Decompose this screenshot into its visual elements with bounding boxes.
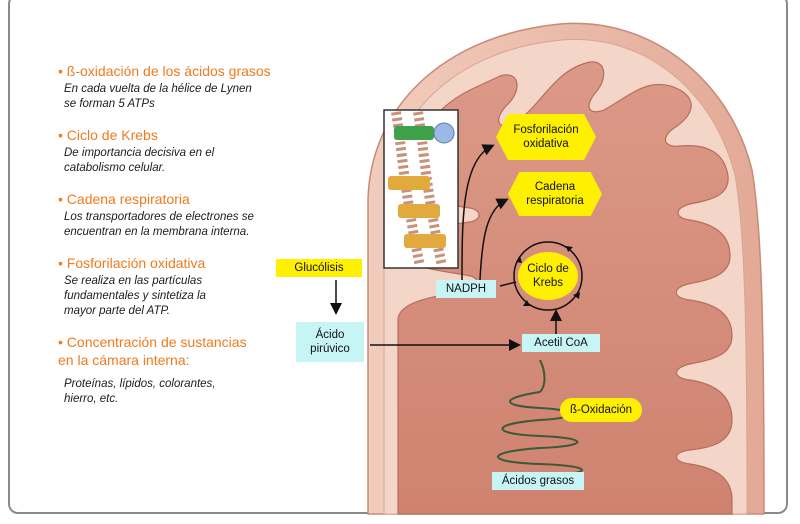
bullet-item: • Fosforilación oxidativa Se realiza en … [58, 254, 358, 319]
bullet-title: • Ciclo de Krebs [58, 127, 158, 143]
acetil-coa-label: Acetil CoA [522, 334, 600, 352]
bullet-description: Proteínas, lípidos, colorantes, hierro, … [64, 378, 216, 405]
bullet-item: • ß-oxidación de los ácidos grasos En ca… [58, 62, 358, 112]
cycle-arrowhead [566, 246, 573, 252]
membrane-protein-orange [388, 176, 430, 190]
cycle-arrowhead [523, 300, 530, 306]
acidos-grasos-label: Ácidos grasos [492, 472, 584, 490]
membrane-protein-orange [404, 234, 446, 248]
cycle-arrowhead [516, 256, 522, 263]
lipid-bilayer [388, 111, 455, 268]
membrane-protein-orange [398, 204, 440, 218]
krebs-cycle-ring [513, 241, 583, 311]
cycle-arrowhead [573, 292, 580, 299]
fosforilacion-oxidativa-label: Fosforilación oxidativa [496, 114, 596, 160]
bullet-description: Los transportadores de electrones se enc… [64, 211, 254, 238]
bullet-title: • Fosforilación oxidativa [58, 255, 206, 271]
cadena-respiratoria-label: Cadena respiratoria [508, 172, 602, 216]
bullet-title: • Cadena respiratoria [58, 191, 190, 207]
bullet-list: • ß-oxidación de los ácidos grasos En ca… [58, 62, 358, 421]
ciclo-krebs-label: Ciclo de Krebs [518, 252, 578, 300]
bullet-item: • Concentración de sustancias en la cáma… [58, 333, 358, 407]
bullet-item: • Ciclo de Krebs De importancia decisiva… [58, 126, 358, 176]
bullet-description: De importancia decisiva en el catabolism… [64, 147, 215, 174]
bullet-title: • ß-oxidación de los ácidos grasos [58, 63, 271, 79]
nadph-label: NADPH [436, 280, 496, 298]
membrane-protein-green [394, 126, 434, 140]
atp-synthase-head [433, 122, 455, 144]
arrow-nadph-to-cadena [479, 198, 509, 281]
glucolisis-label: Glucólisis [276, 259, 362, 277]
bullet-description: Se realiza en las partículas fundamental… [64, 275, 206, 317]
bullet-description: En cada vuelta de la hélice de Lynen se … [64, 83, 252, 110]
bullet-title: • Concentración de sustancias en la cáma… [58, 334, 247, 368]
arrow-krebs-to-nadph [499, 281, 517, 287]
bullet-item: • Cadena respiratoria Los transportadore… [58, 190, 358, 240]
arrow-nadph-to-fosforilacion [461, 144, 495, 281]
beta-oxidacion-label: ß-Oxidación [560, 398, 642, 422]
acido-piruvico-label: Ácido pirúvico [296, 322, 364, 362]
